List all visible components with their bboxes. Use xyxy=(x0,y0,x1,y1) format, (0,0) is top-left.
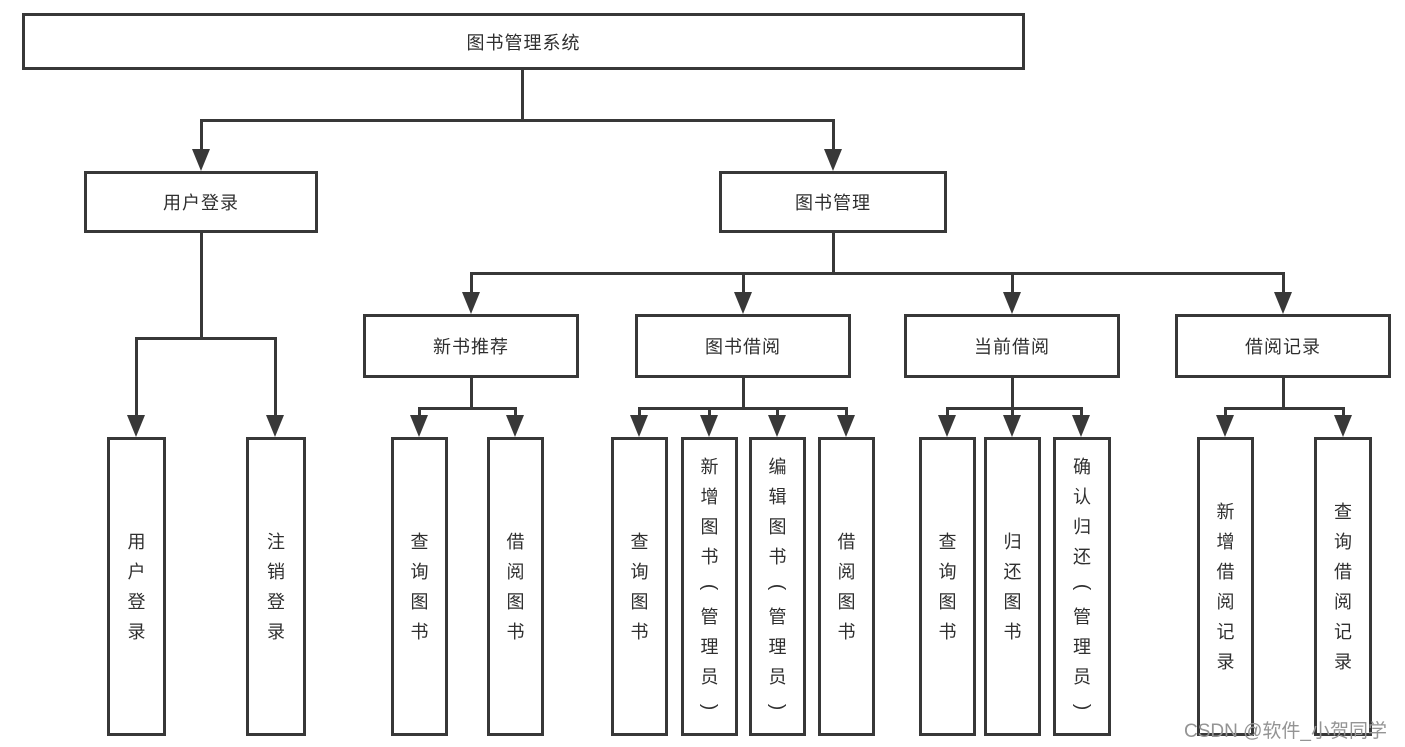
arrowhead-icon xyxy=(1216,415,1234,437)
arrowhead-icon xyxy=(1003,415,1021,437)
arrowhead-icon xyxy=(1334,415,1352,437)
leaf-cb-return-books: 归还图书 xyxy=(984,437,1041,736)
leaf-br-query-record: 查询借阅记录 xyxy=(1314,437,1372,736)
arrowhead-icon xyxy=(506,415,524,437)
leaf-cb-query-books: 查询图书 xyxy=(919,437,976,736)
arrowhead-icon xyxy=(410,415,428,437)
leaf-bb-query-books: 查询图书 xyxy=(611,437,668,736)
node-user-login: 用户登录 xyxy=(84,171,318,233)
connector-line xyxy=(1011,272,1014,295)
connector-line xyxy=(135,337,138,417)
connector-line xyxy=(1011,407,1014,418)
connector-line xyxy=(1282,272,1285,295)
arrowhead-icon xyxy=(938,415,956,437)
leaf-bb-borrow-books: 借阅图书 xyxy=(818,437,875,736)
node-borrowing-records-label: 借阅记录 xyxy=(1245,337,1321,357)
node-current-borrowing-label: 当前借阅 xyxy=(974,337,1050,357)
connector-line xyxy=(470,272,1285,275)
connector-line xyxy=(776,407,779,418)
arrowhead-icon xyxy=(700,415,718,437)
arrowhead-icon xyxy=(1274,292,1292,314)
leaf-logout: 注销登录 xyxy=(246,437,306,736)
connector-line xyxy=(638,407,641,418)
connector-line xyxy=(638,407,847,410)
connector-line xyxy=(1011,378,1014,407)
node-book-borrowing-label: 图书借阅 xyxy=(705,337,781,357)
connector-line xyxy=(1224,407,1227,418)
arrowhead-icon xyxy=(192,149,210,171)
connector-line xyxy=(200,233,203,337)
node-book-management: 图书管理 xyxy=(719,171,947,233)
arrowhead-icon xyxy=(768,415,786,437)
leaf-nbr-borrow-books: 借阅图书 xyxy=(487,437,544,736)
leaf-br-add-record: 新增借阅记录 xyxy=(1197,437,1254,736)
leaf-bb-add-books-admin: 新增图书(管理员) xyxy=(681,437,738,736)
leaf-cb-confirm-return-admin: 确认归还(管理员) xyxy=(1053,437,1111,736)
connector-line xyxy=(1224,407,1344,410)
connector-line xyxy=(200,119,203,152)
node-root-label: 图书管理系统 xyxy=(466,32,581,53)
csdn-watermark: CSDN @软件_小贺同学 xyxy=(1184,721,1387,742)
connector-line xyxy=(832,119,835,152)
node-borrowing-records: 借阅记录 xyxy=(1175,314,1391,378)
connector-line xyxy=(946,407,1083,410)
connector-line xyxy=(470,272,473,295)
connector-line xyxy=(742,378,745,407)
connector-line xyxy=(742,272,745,295)
connector-line xyxy=(1342,407,1345,418)
connector-line xyxy=(470,378,473,407)
connector-line xyxy=(1080,407,1083,418)
leaf-nbr-query-books: 查询图书 xyxy=(391,437,448,736)
arrowhead-icon xyxy=(462,292,480,314)
connector-line xyxy=(946,407,949,418)
node-book-borrowing: 图书借阅 xyxy=(635,314,851,378)
leaf-user-login: 用户登录 xyxy=(107,437,166,736)
connector-line xyxy=(418,407,421,418)
connector-line xyxy=(514,407,517,418)
arrowhead-icon xyxy=(127,415,145,437)
connector-line xyxy=(200,119,835,122)
node-current-borrowing: 当前借阅 xyxy=(904,314,1120,378)
connector-line xyxy=(845,407,848,418)
connector-line xyxy=(708,407,711,418)
node-book-management-label: 图书管理 xyxy=(795,193,871,213)
connector-line xyxy=(1282,378,1285,407)
node-new-book-recommendation: 新书推荐 xyxy=(363,314,579,378)
node-user-login-label: 用户登录 xyxy=(163,193,239,213)
node-new-book-recommendation-label: 新书推荐 xyxy=(433,337,509,357)
connector-line xyxy=(135,337,277,340)
arrowhead-icon xyxy=(837,415,855,437)
connector-line xyxy=(418,407,517,410)
connector-line xyxy=(832,233,835,272)
arrowhead-icon xyxy=(1072,415,1090,437)
node-root: 图书管理系统 xyxy=(22,13,1025,70)
connector-line xyxy=(521,70,524,119)
connector-line xyxy=(274,337,277,417)
leaf-bb-edit-books-admin: 编辑图书(管理员) xyxy=(749,437,806,736)
arrowhead-icon xyxy=(630,415,648,437)
arrowhead-icon xyxy=(266,415,284,437)
arrowhead-icon xyxy=(1003,292,1021,314)
arrowhead-icon xyxy=(824,149,842,171)
arrowhead-icon xyxy=(734,292,752,314)
